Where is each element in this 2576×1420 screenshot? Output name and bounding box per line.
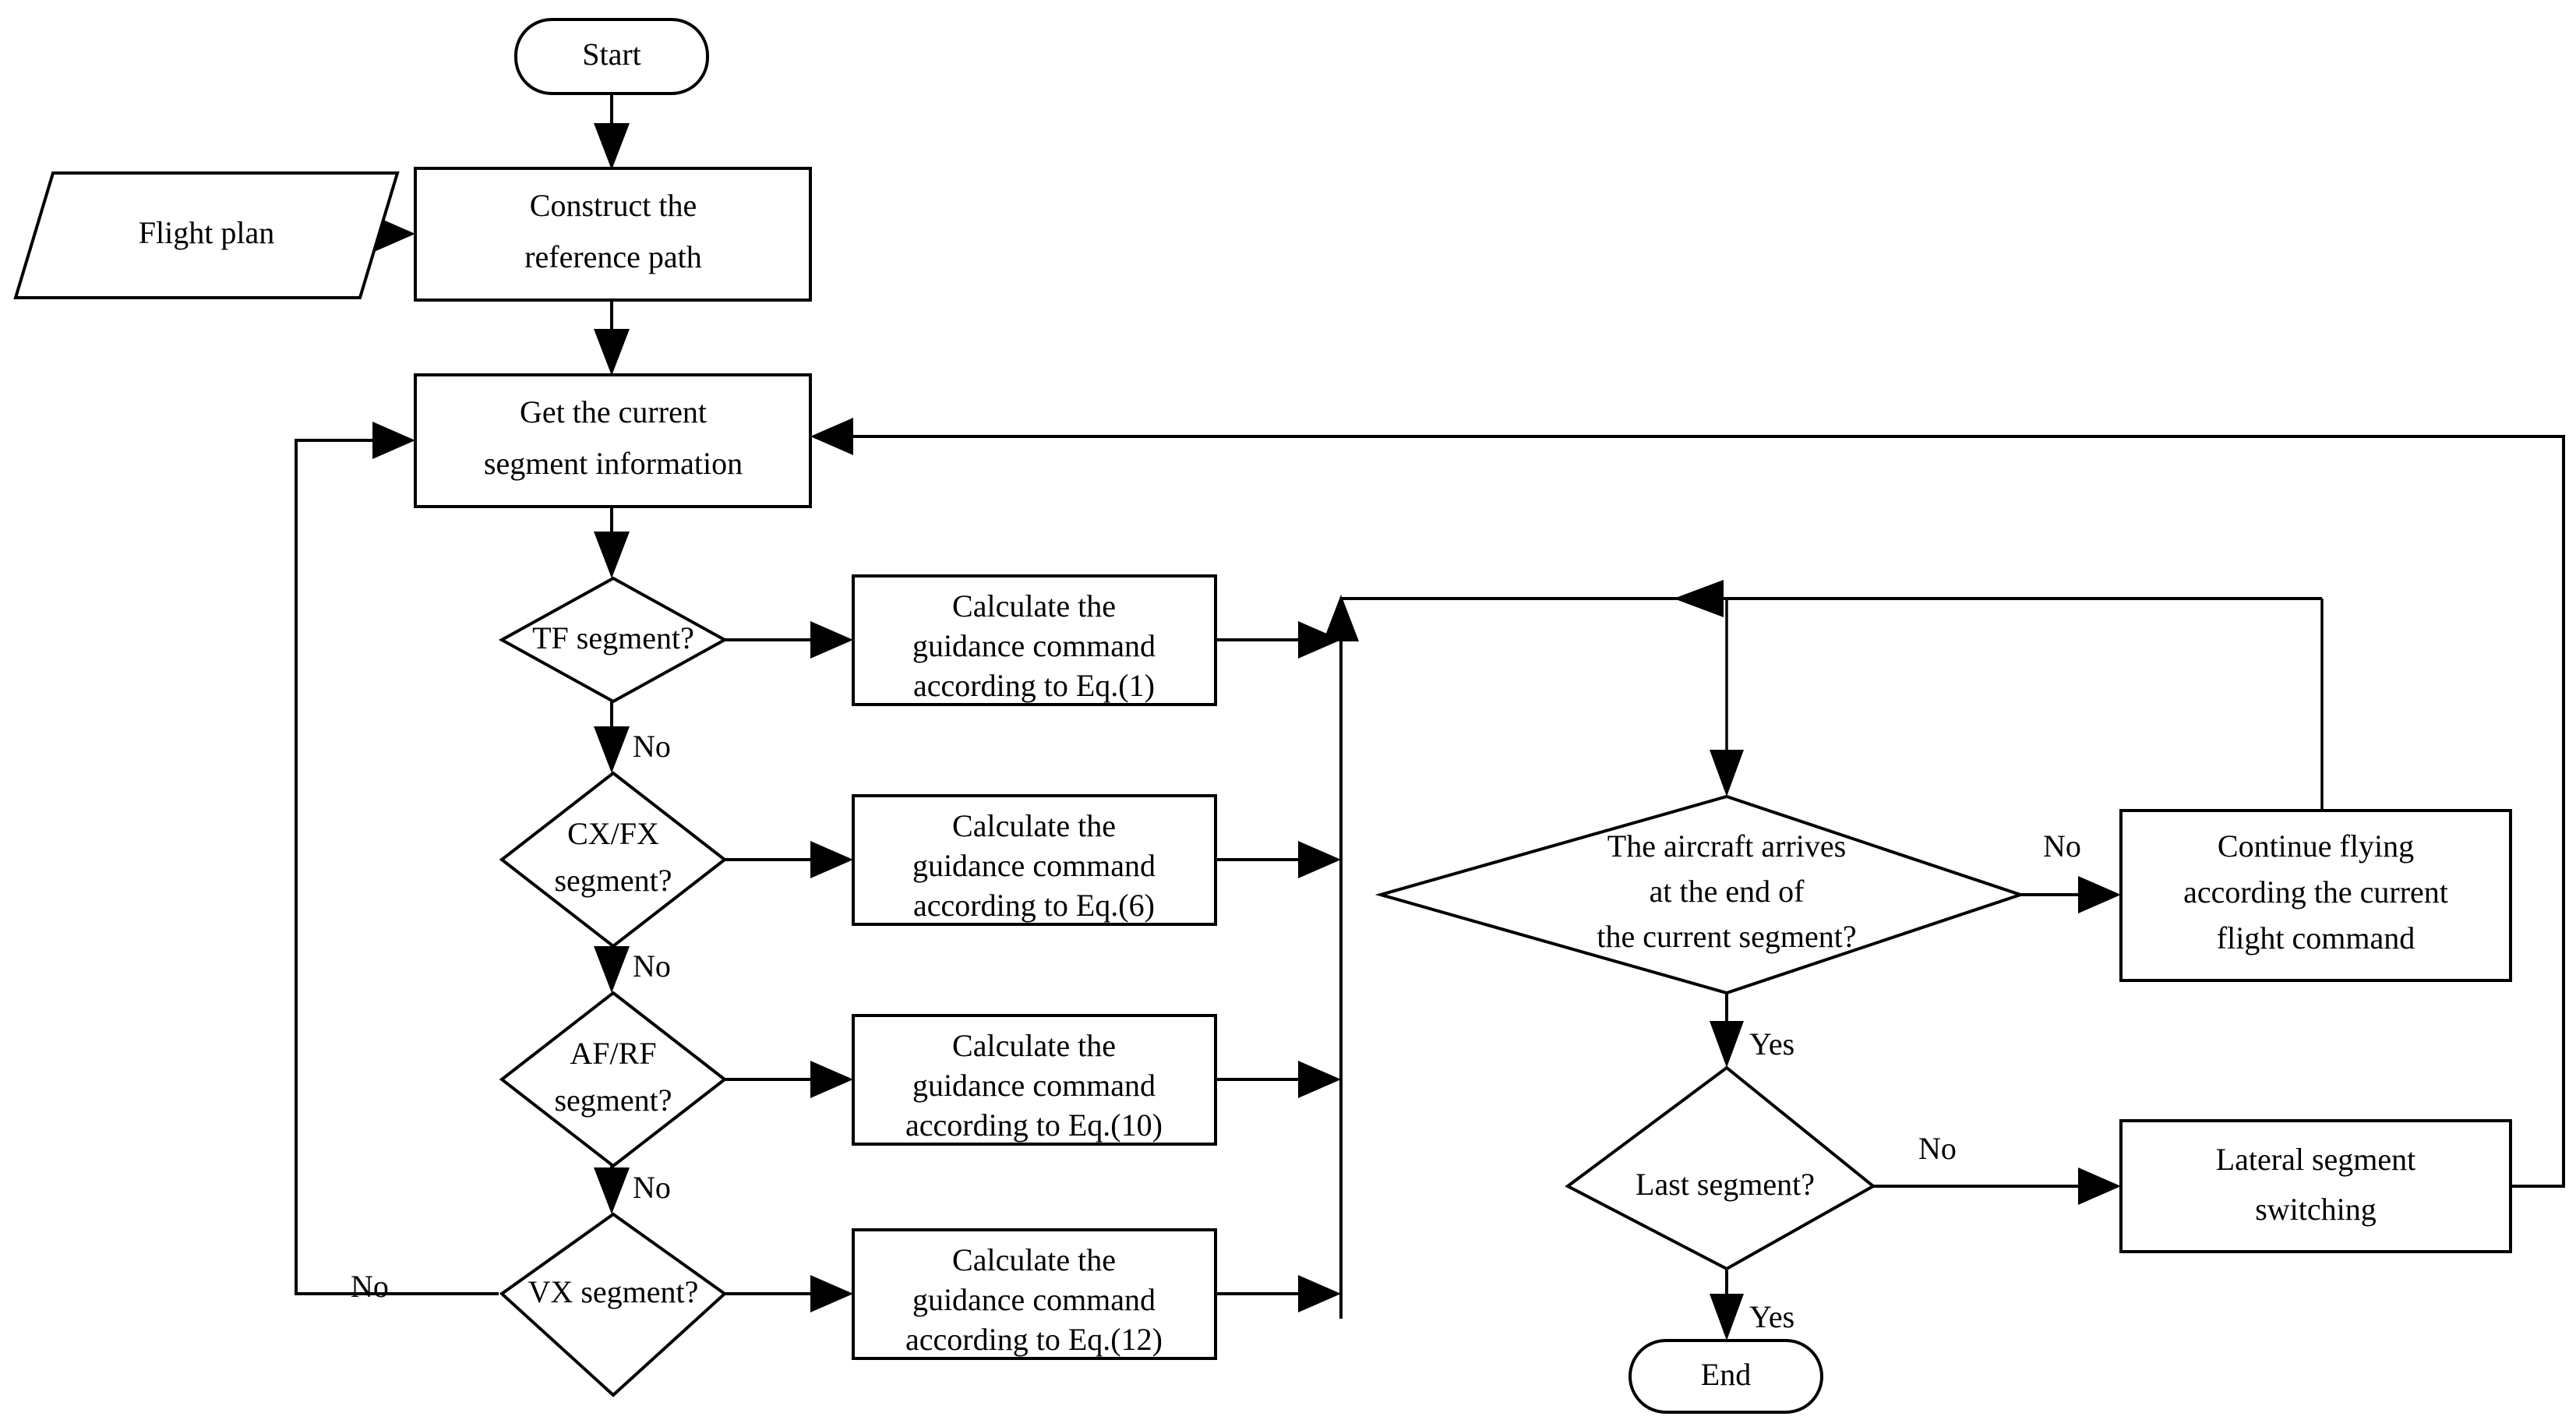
flight-plan-label: Flight plan <box>139 215 274 250</box>
node-calculate-eq6[interactable]: Calculate the guidance command according… <box>852 794 1217 926</box>
calc-eq1-line3: according to Eq.(1) <box>913 668 1155 703</box>
node-calculate-eq12[interactable]: Calculate the guidance command according… <box>852 1228 1217 1360</box>
edge-label-last-yes: Yes <box>1749 1299 1794 1334</box>
edge-label-cxfx-no: No <box>633 948 671 984</box>
edge-arrives-yes-to-last <box>1710 993 1744 1068</box>
start-label: Start <box>582 37 641 72</box>
node-cxfx-segment-decision[interactable]: CX/FX segment? <box>499 771 728 948</box>
afrf-decision-line1: AF/RF <box>570 1036 656 1071</box>
calc-eq1-line1: Calculate the <box>952 588 1116 623</box>
continue-line2: according the current <box>2183 874 2448 910</box>
node-last-segment-decision[interactable]: Last segment? <box>1565 1065 1876 1271</box>
edge-label-afrf-no: No <box>633 1170 671 1205</box>
calc-eq10-line3: according to Eq.(10) <box>905 1107 1163 1143</box>
edge-start-to-construct <box>594 94 630 170</box>
edge-last-no-to-lateral <box>1873 1167 2121 1205</box>
vx-decision-label: VX segment? <box>528 1274 699 1309</box>
edge-arrives-no-to-continue <box>2020 876 2121 913</box>
edge-lateral-to-getsegment-loop <box>810 418 2565 1188</box>
node-afrf-segment-decision[interactable]: AF/RF segment? <box>499 991 728 1168</box>
arrives-line1: The aircraft arrives <box>1607 828 1846 864</box>
edge-calc10-to-merge <box>1216 1061 1341 1098</box>
end-label: End <box>1701 1357 1751 1392</box>
calc-eq10-line1: Calculate the <box>952 1028 1116 1063</box>
node-vx-segment-decision[interactable]: VX segment? <box>499 1212 728 1397</box>
node-get-current-segment-information[interactable]: Get the current segment information <box>414 373 812 508</box>
construct-line2: reference path <box>524 239 702 274</box>
last-segment-label: Last segment? <box>1636 1167 1815 1202</box>
edge-cxfx-yes-to-calc6 <box>725 841 853 878</box>
edge-label-last-no: No <box>1918 1131 1957 1166</box>
edge-label-arrives-no: No <box>2043 828 2081 864</box>
edge-tf-no-to-cxfx <box>594 701 630 773</box>
lateral-line2: switching <box>2255 1192 2377 1227</box>
edge-calc12-to-merge <box>1216 1275 1341 1312</box>
edge-getsegment-to-tf <box>594 507 630 578</box>
arrives-line3: the current segment? <box>1597 919 1856 954</box>
node-calculate-eq10[interactable]: Calculate the guidance command according… <box>852 1014 1217 1146</box>
edge-merge-rail-to-arrives <box>1323 595 2322 1319</box>
edge-label-tf-no: No <box>633 729 671 764</box>
edge-calc1-to-merge <box>1216 621 1341 659</box>
cxfx-decision-line2: segment? <box>554 863 672 898</box>
calc-eq1-line2: guidance command <box>912 628 1156 663</box>
node-arrives-end-decision[interactable]: The aircraft arrives at the end of the c… <box>1374 794 2026 995</box>
calc-eq6-line2: guidance command <box>912 848 1156 883</box>
calc-eq12-line2: guidance command <box>912 1282 1156 1317</box>
continue-line3: flight command <box>2217 920 2415 955</box>
edge-label-arrives-yes: Yes <box>1749 1026 1794 1061</box>
node-tf-segment-decision[interactable]: TF segment? <box>498 576 729 704</box>
edge-label-vx-no: No <box>351 1269 389 1304</box>
calc-eq10-line2: guidance command <box>912 1068 1156 1103</box>
continue-line1: Continue flying <box>2218 828 2414 864</box>
construct-line1: Construct the <box>530 188 697 223</box>
edge-construct-to-getsegment <box>594 300 630 376</box>
arrives-line2: at the end of <box>1650 874 1805 909</box>
calc-eq12-line3: according to Eq.(12) <box>905 1322 1163 1357</box>
getsegment-line1: Get the current <box>520 394 707 429</box>
edge-afrf-yes-to-calc10 <box>725 1061 853 1098</box>
lateral-line1: Lateral segment <box>2216 1142 2416 1177</box>
cxfx-decision-line1: CX/FX <box>567 816 659 851</box>
node-start[interactable]: Start <box>514 18 709 95</box>
calc-eq6-line1: Calculate the <box>952 808 1116 843</box>
afrf-decision-line2: segment? <box>554 1083 672 1118</box>
edge-vx-yes-to-calc12 <box>725 1275 853 1312</box>
node-end[interactable]: End <box>1629 1339 1823 1414</box>
node-calculate-eq1[interactable]: Calculate the guidance command according… <box>852 574 1217 706</box>
edge-calc6-to-merge <box>1216 841 1341 878</box>
edge-last-yes-to-end <box>1710 1269 1744 1341</box>
node-lateral-segment-switching[interactable]: Lateral segment switching <box>2119 1119 2512 1253</box>
node-flight-plan[interactable]: Flight plan <box>13 171 400 299</box>
edge-vx-no-loopback <box>295 422 499 1295</box>
node-construct-reference-path[interactable]: Construct the reference path <box>414 167 812 302</box>
getsegment-line2: segment information <box>484 446 743 481</box>
calc-eq6-line3: according to Eq.(6) <box>913 888 1155 923</box>
calc-eq12-line1: Calculate the <box>952 1242 1116 1277</box>
tf-decision-label: TF segment? <box>532 620 694 655</box>
node-continue-flying[interactable]: Continue flying according the current fl… <box>2119 809 2512 982</box>
edge-rail-into-arrives-stem <box>1674 580 1744 797</box>
edge-tf-yes-to-calc1 <box>725 621 853 659</box>
